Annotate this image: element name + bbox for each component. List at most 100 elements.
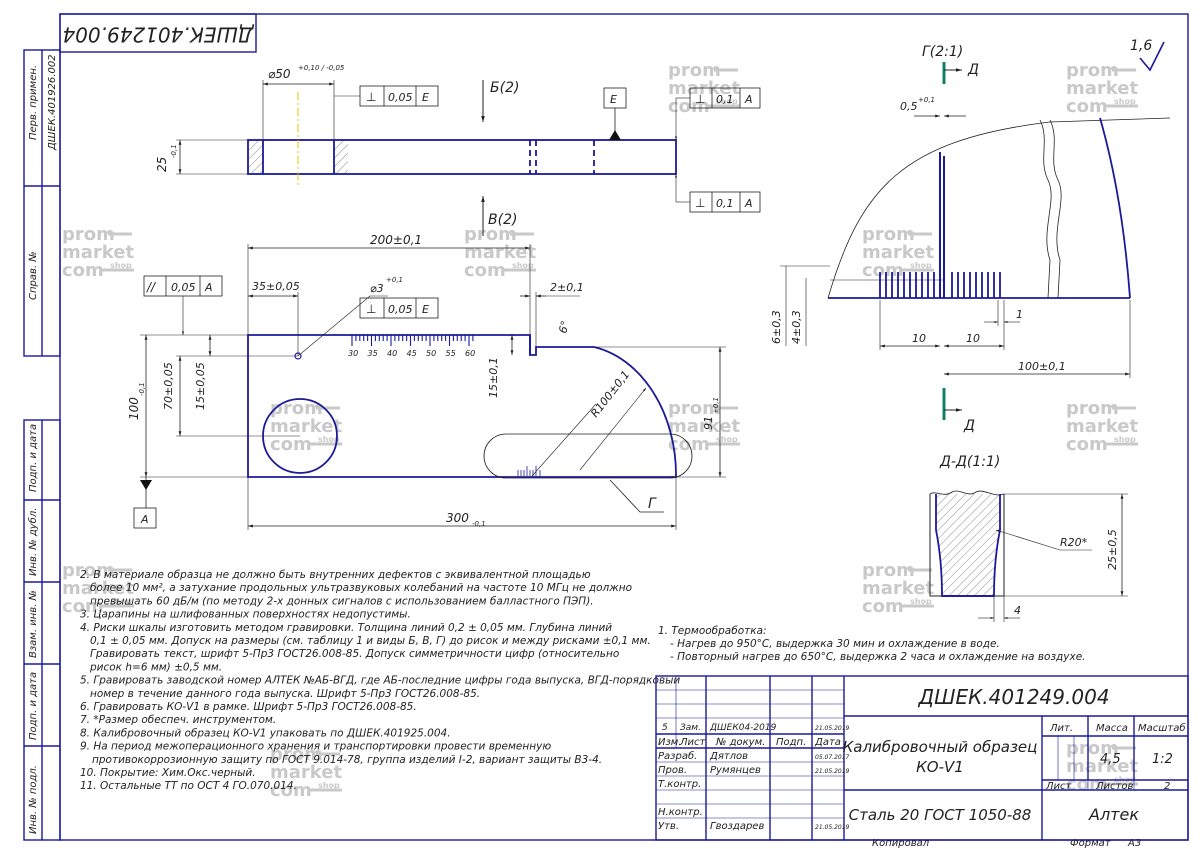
heat-line: - Повторный нагрев до 650°С, выдержка 2 … <box>670 651 1086 663</box>
svg-text:Д: Д <box>963 418 975 434</box>
detail-dim10a: 10 <box>912 332 926 345</box>
note-line: Гравировать текст, шрифт 5-Пр3 ГОСТ26.00… <box>90 648 619 660</box>
datum-a: A <box>140 513 149 526</box>
view-label-b2: Б(2) <box>490 80 519 96</box>
scale-label: 35 <box>368 349 378 358</box>
detail-dim10b: 10 <box>966 332 980 345</box>
scale-label: 55 <box>446 349 456 358</box>
tolerance-frame-parallel: // 0,05 A <box>143 275 223 335</box>
svg-text:⊥: ⊥ <box>366 90 376 104</box>
svg-text:Пров.: Пров. <box>658 765 687 776</box>
svg-text:market: market <box>668 416 740 437</box>
svg-text:com: com <box>862 260 904 281</box>
tb-header-cell: № докум. <box>715 737 765 748</box>
note-line: 4. Риски шкалы изготовить методом гравир… <box>80 622 612 634</box>
roughness-symbol: 1,6 <box>1130 38 1165 72</box>
tb-material: Сталь 20 ГОСТ 1050-88 <box>849 806 1032 824</box>
svg-text:prom: prom <box>1066 738 1119 759</box>
svg-text:market: market <box>1066 756 1138 777</box>
svg-text:shop: shop <box>318 435 340 444</box>
svg-text:Т.контр.: Т.контр. <box>658 779 701 790</box>
svg-text:1,6: 1,6 <box>1130 38 1152 54</box>
svg-text:shop: shop <box>110 597 132 606</box>
dim-h15a: 15±0,05 <box>194 362 207 410</box>
tb-title-line2: КО-V1 <box>916 758 964 776</box>
tb-designation: ДШЕК.401249.004 <box>917 685 1109 709</box>
svg-text:A: A <box>744 93 753 106</box>
svg-text:prom: prom <box>1066 60 1119 81</box>
svg-text:2: 2 <box>1164 781 1170 792</box>
note-line: 3. Царапины на шлифованных поверхностях … <box>80 609 411 621</box>
section-dim4: 4 <box>1014 604 1021 617</box>
note-line: 2. В материале образца не должно быть вн… <box>80 569 591 581</box>
svg-text:com: com <box>270 780 312 801</box>
tb-header-cell: Подп. <box>776 737 806 748</box>
svg-text:market: market <box>62 578 134 599</box>
scale-label: 45 <box>407 349 417 358</box>
dim-len2: 2±0,1 <box>550 281 584 294</box>
svg-text:Д: Д <box>967 62 979 78</box>
heat-line: - Нагрев до 950°С, выдержка 30 мин и охл… <box>670 638 1000 650</box>
svg-text:Масштаб: Масштаб <box>1138 722 1186 734</box>
svg-text:prom: prom <box>862 560 915 581</box>
note-line: 9. На период межоперационного хранения и… <box>80 741 551 753</box>
svg-text:shop: shop <box>910 261 932 270</box>
rotated-designation-box: ДШЕК.401249.004 <box>59 13 257 53</box>
dim-d50-tol: +0,10 / -0,05 <box>298 64 345 72</box>
note-line: более 10 мм², а затухание продольных уль… <box>90 582 632 594</box>
svg-text:shop: shop <box>110 261 132 270</box>
svg-text:prom: prom <box>270 744 323 765</box>
dim-h100: 100 <box>127 397 141 420</box>
svg-text:A: A <box>204 281 213 294</box>
tb-header-cell: Лист <box>679 737 707 748</box>
svg-text:21.05.2019: 21.05.2019 <box>815 768 850 775</box>
svg-text:prom: prom <box>62 224 115 245</box>
tb-change-cell: 5 <box>662 723 668 733</box>
svg-text:+0,1: +0,1 <box>386 276 403 284</box>
strip-perv-primen: Перв. примен. <box>28 65 39 140</box>
detail-g: Г(2:1) Д Д 0,5 +0,1 6±0,3 4±0,3 10 10 <box>770 44 1171 434</box>
svg-text:-0,1: -0,1 <box>472 520 486 528</box>
dim-d50: ⌀50 <box>268 67 291 81</box>
section-d: Д-Д(1:1) R20* 25±0,5 4 <box>929 454 1128 622</box>
svg-text:Лист: Лист <box>1045 781 1073 792</box>
svg-text:prom: prom <box>668 398 721 419</box>
svg-text:0,1: 0,1 <box>716 197 734 210</box>
title-block: ДШЕК.401249.004 Калибровочный образец КО… <box>655 675 1189 841</box>
strip-podp-data-2: Подп. и дата <box>28 672 39 740</box>
svg-text:market: market <box>1066 78 1138 99</box>
detail-dim100: 100±0,1 <box>1018 360 1066 373</box>
note-line: 7. *Размер обеспеч. инструментом. <box>80 714 276 726</box>
note-line: превышать 60 дБ/м (по методу 2-х донных … <box>90 595 594 607</box>
svg-text:prom: prom <box>862 224 915 245</box>
svg-text:com: com <box>62 260 104 281</box>
tolerance-frame-perp-e-2: ⊥ 0,05 E <box>359 297 439 319</box>
svg-text:0,1: 0,1 <box>716 93 734 106</box>
svg-text:market: market <box>1066 416 1138 437</box>
svg-text:A: A <box>744 197 753 210</box>
svg-text:Утв.: Утв. <box>658 821 679 832</box>
strip-sprav: Справ. № <box>28 251 39 300</box>
svg-text:⊥: ⊥ <box>366 302 376 316</box>
svg-text:Листов: Листов <box>1095 781 1133 792</box>
heat-treatment-notes: 1. Термообработка:- Нагрев до 950°С, выд… <box>658 625 1086 663</box>
detail-ref-g: Г <box>648 496 657 512</box>
svg-text:Разраб.: Разраб. <box>658 750 697 762</box>
svg-text:com: com <box>464 260 506 281</box>
svg-text:E: E <box>422 303 429 316</box>
svg-text:com: com <box>862 596 904 617</box>
tb-mass: 4,5 <box>1100 752 1121 767</box>
tolerance-frame-top: ⊥ 0,1 A <box>674 87 761 140</box>
tb-change-cell: Зам. <box>680 723 701 733</box>
tb-header-cell: Дата <box>814 737 841 748</box>
svg-text://: // <box>146 280 157 294</box>
view-label-v2: В(2) <box>488 212 517 228</box>
tolerance-frame-bottom: ⊥ 0,1 A <box>674 174 761 213</box>
